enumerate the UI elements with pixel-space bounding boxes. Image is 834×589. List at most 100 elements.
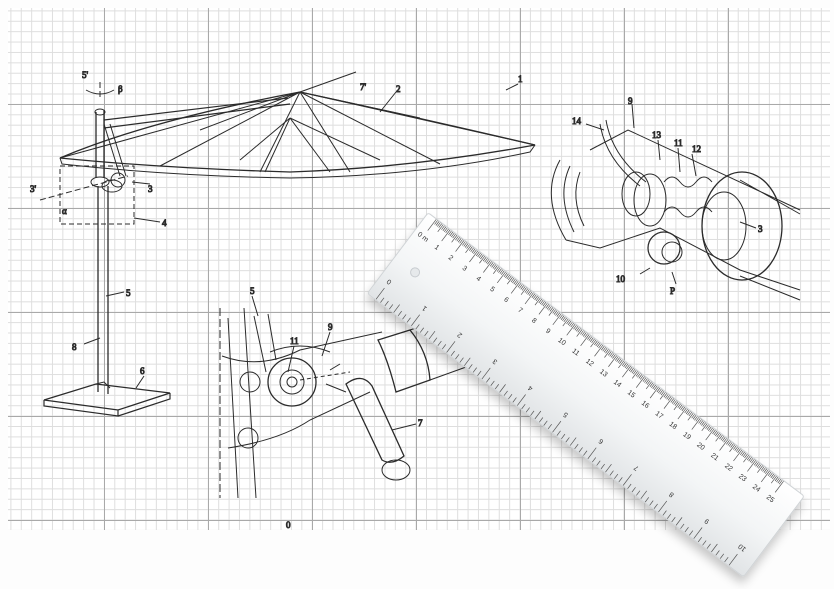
ruler-inch-tick — [715, 550, 720, 556]
ruler-cm-tick — [514, 280, 519, 286]
ruler-inch-tick — [516, 394, 526, 406]
ruler-cm-tick — [720, 435, 725, 441]
ruler-cm-tick — [612, 354, 616, 359]
ruler-cm-tick — [548, 306, 552, 311]
label-rot-3: 3' — [30, 184, 37, 194]
ruler-inch-tick — [671, 517, 676, 523]
ruler-cm-number: 2 — [447, 254, 454, 262]
ruler-cm-tick — [621, 361, 626, 367]
ruler-cm-tick — [489, 262, 494, 267]
ref-assembly: 1 — [518, 74, 523, 84]
ruler-cm-tick — [609, 352, 613, 357]
ref-line: 14 — [572, 116, 582, 126]
ruler-inch-tick — [675, 517, 683, 526]
ruler-cm-tick — [542, 301, 547, 307]
ruler-cm-tick — [534, 295, 538, 301]
ruler-cm-tick — [644, 378, 648, 383]
ruler-cm-tick — [512, 278, 516, 284]
ruler-inch-tick — [711, 543, 718, 553]
ruler-cm-tick — [763, 468, 768, 473]
ruler-cm-tick — [539, 299, 544, 305]
ruler-inch-tick — [574, 443, 579, 450]
ruler-cm-tick — [553, 310, 558, 315]
ruler-cm-tick — [695, 417, 700, 422]
ruler-cm-tick — [674, 401, 679, 406]
ruler-cm-tick — [465, 245, 472, 253]
label-zero: 0 — [286, 520, 291, 530]
ruler-cm-tick — [485, 258, 490, 264]
ruler-cm-number: 16 — [640, 400, 651, 410]
ruler-cm-number: 13 — [598, 368, 609, 378]
ruler-cm-number: 5 — [488, 286, 495, 294]
ruler-cm-tick — [622, 365, 632, 378]
ruler-cm-number: 15 — [626, 389, 637, 399]
ref-axis-8: 8 — [72, 342, 77, 352]
ruler-cm-tick — [507, 275, 512, 281]
ruler-cm-tick — [598, 343, 602, 349]
ruler-inch-tick — [534, 410, 542, 420]
ruler-cm-tick — [608, 355, 618, 367]
ruler-inch-number: 2 — [456, 330, 463, 338]
ruler-cm-tick — [487, 260, 491, 265]
ruler-cm-tick — [470, 247, 474, 252]
ruler-inch-tick — [402, 314, 407, 320]
ruler-cm-tick — [492, 264, 497, 269]
spring-coil — [663, 176, 713, 218]
ruler-cm-tick — [548, 308, 555, 316]
ruler-cm-tick — [500, 270, 505, 275]
ruler-cm-tick — [457, 238, 462, 243]
ruler-cm-tick — [441, 229, 451, 242]
ruler-cm-tick — [744, 453, 748, 459]
ruler-inch-tick — [419, 327, 425, 333]
ruler-inch-tick — [561, 433, 566, 440]
ruler-inch-tick — [406, 317, 411, 323]
ruler-inch-tick — [384, 300, 389, 307]
ruler-cm-tick — [552, 313, 562, 326]
ruler-cm-tick — [479, 255, 486, 264]
ruler-cm-tick — [635, 372, 640, 377]
crank-detail-figure: 5 9 11 7 0 — [219, 286, 481, 531]
ruler-cm-tick — [569, 321, 573, 327]
ruler-inch-tick — [486, 377, 491, 383]
ruler-cm-tick — [427, 219, 437, 231]
ruler-cm-tick — [469, 250, 479, 263]
ruler-inch-tick — [719, 553, 725, 559]
ruler-cm-tick — [510, 277, 515, 283]
ruler-cm-number: 14 — [612, 379, 623, 389]
ruler-inch-number: 9 — [703, 517, 710, 525]
ruler-cm-tick — [552, 309, 556, 314]
ruler-cm-tick — [623, 362, 627, 368]
ruler-cm-tick — [570, 322, 575, 328]
ruler-cm-tick — [680, 405, 684, 411]
ruler-cm-tick — [549, 307, 554, 312]
ruler-cm-tick — [520, 287, 527, 295]
ruler-cm-tick — [688, 411, 693, 417]
ruler-cm-tick — [757, 465, 764, 473]
ruler-cm-tick — [555, 311, 559, 316]
ruler-cm-tick — [667, 396, 672, 401]
ruler-inch-tick — [411, 314, 421, 327]
label-beta: β — [118, 84, 123, 94]
ruler-cm-tick — [617, 358, 622, 363]
ruler-inch-tick — [503, 390, 508, 396]
ruler-cm-tick — [437, 222, 441, 227]
ruler-inch-tick — [530, 410, 535, 416]
ruler-cm-tick — [602, 346, 606, 352]
ruler-inch-tick — [521, 404, 526, 410]
ruler-cm-tick — [645, 379, 650, 384]
ruler-inch-tick — [613, 473, 619, 480]
ruler-cm-tick — [684, 408, 688, 414]
ruler-cm-tick — [582, 332, 587, 337]
ruler-cm-tick — [664, 394, 669, 399]
ref-tilt-gear: 10 — [616, 274, 626, 284]
ruler-cm-tick — [610, 353, 615, 358]
ruler-cm-tick — [728, 442, 733, 447]
ruler-cm-tick — [774, 476, 779, 482]
ruler-cm-tick — [758, 464, 762, 469]
label-rot-5: 5' — [82, 70, 89, 80]
ruler-inch-tick — [463, 357, 471, 366]
ruler-cm-tick — [616, 357, 620, 362]
ruler-cm-tick — [473, 249, 477, 254]
ruler-cm-tick — [556, 312, 561, 317]
